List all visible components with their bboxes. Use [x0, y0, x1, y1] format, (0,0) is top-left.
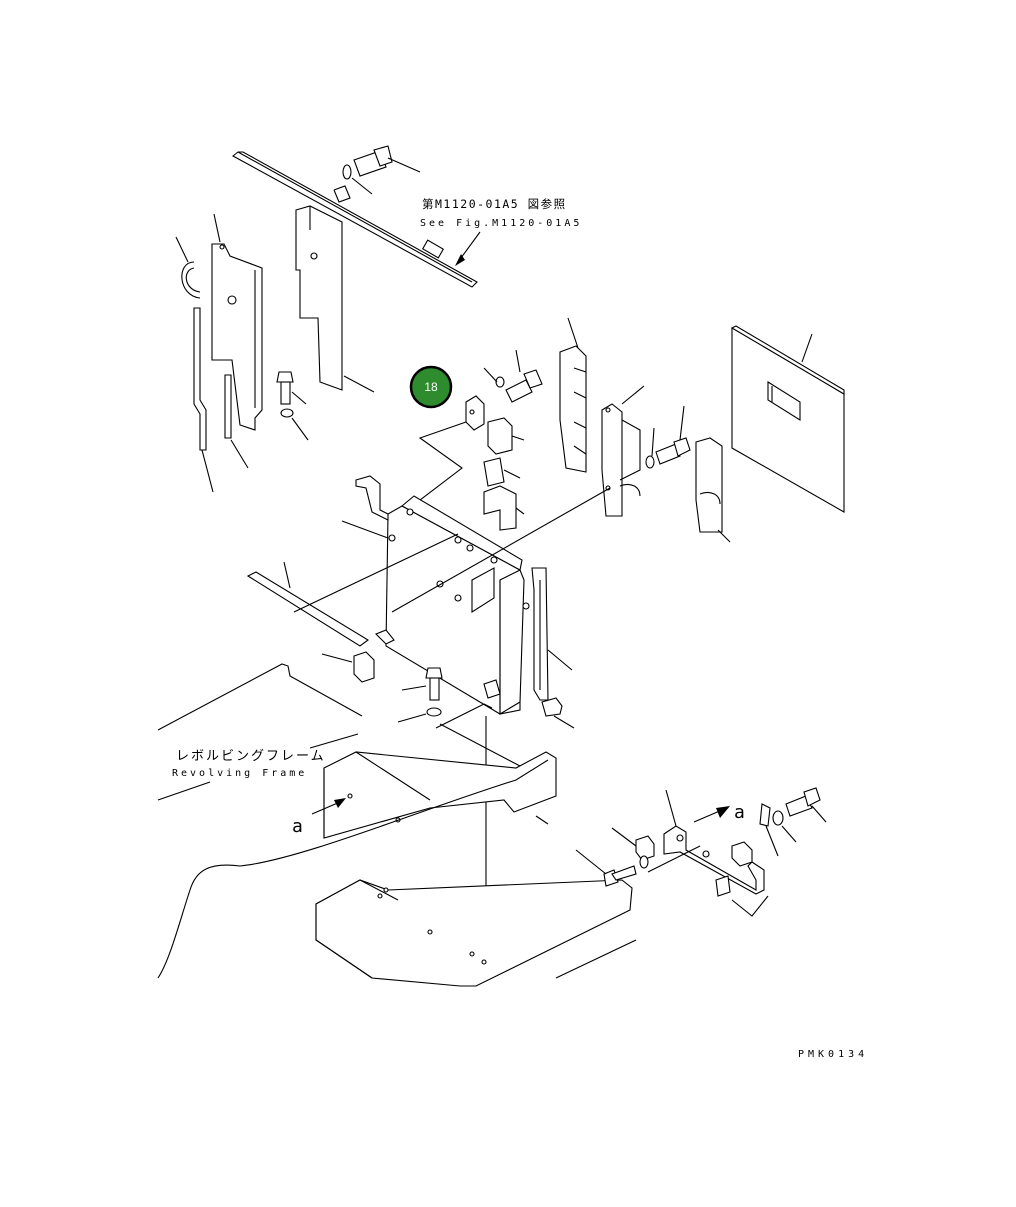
- right-channel: [531, 567, 573, 701]
- reference-label-jp: 第M1120-01A5 図参照: [422, 197, 567, 211]
- callout-18-label: 18: [424, 380, 438, 394]
- reference-label-en: See Fig.M1120-01A5: [420, 218, 582, 229]
- callout-18[interactable]: 18: [409, 365, 453, 409]
- left-short-strip: [224, 374, 249, 469]
- detail-a-bracket: [663, 789, 765, 895]
- left-bolt: [276, 371, 309, 441]
- lower-bolt: [397, 667, 443, 723]
- frame-label-jp: レボルビングフレーム: [176, 749, 326, 764]
- frame-label-en: Revolving Frame: [172, 768, 307, 779]
- right-tall-bracket: [559, 317, 587, 473]
- revolving-frame: [157, 663, 637, 987]
- bottom-rod: [246, 533, 459, 647]
- view-mark-left: a: [292, 816, 303, 837]
- view-mark-right: a: [734, 802, 745, 823]
- center-bolt: [483, 349, 543, 403]
- lower-block-right: [541, 697, 575, 729]
- lower-block-left: [321, 651, 375, 683]
- drawing-code: PMK0134: [798, 1049, 868, 1060]
- top-rail: [232, 151, 478, 288]
- detail-a-blocks: [611, 827, 769, 917]
- center-blocks: [483, 417, 525, 531]
- u-clip: [175, 236, 201, 299]
- right-cover-plate: [730, 325, 845, 513]
- center-small-bracket: [418, 395, 485, 501]
- detail-a-bolts: [575, 787, 827, 887]
- right-small-bracket: [695, 437, 731, 543]
- right-mid-bracket: [391, 385, 645, 613]
- top-bolt: [342, 145, 421, 195]
- right-bolt: [645, 405, 691, 469]
- left-bracket-plate: [211, 213, 263, 431]
- left-upper-strip: [295, 205, 375, 393]
- left-long-strip: [193, 307, 214, 493]
